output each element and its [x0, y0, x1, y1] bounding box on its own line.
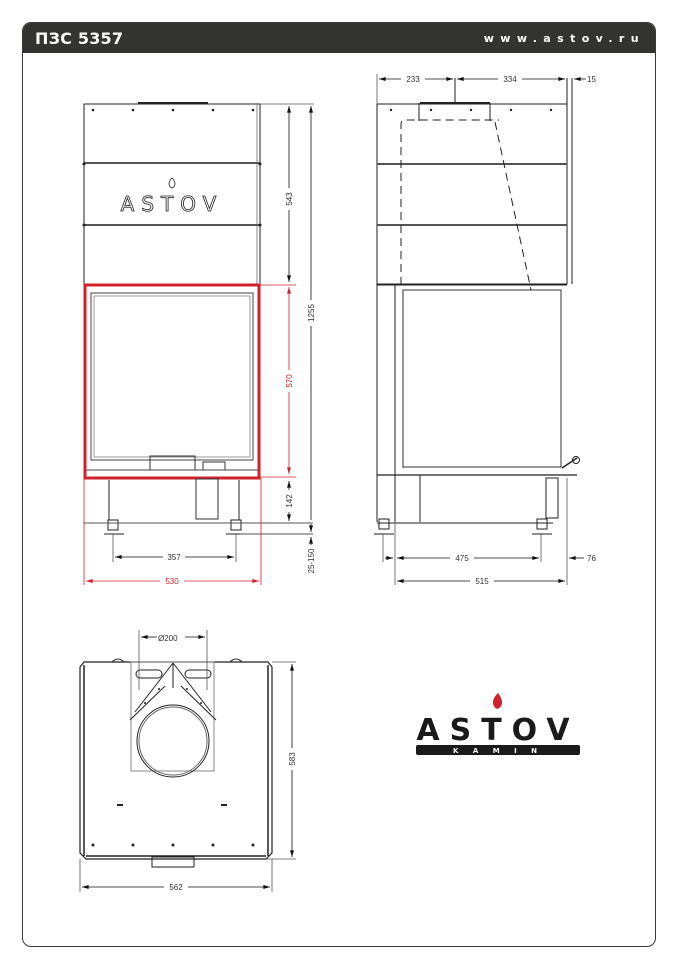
brand-logo: ASTOV K A M I N: [416, 693, 580, 755]
dim-leg-spacing-front: 357: [167, 553, 181, 562]
brand-logo-name: ASTOV: [416, 713, 579, 748]
dim-total-height: 1255: [307, 304, 316, 322]
dim-top-height: 543: [285, 192, 294, 206]
website-link[interactable]: www.astov.ru: [483, 31, 645, 45]
sheet-header: ПЗС 5357 www.astov.ru: [23, 23, 655, 53]
dim-width-front: 530: [165, 577, 179, 586]
top-view-dimensions: [79, 630, 296, 892]
dim-back-gap: 15: [587, 75, 596, 84]
dim-leg-adjust: 25-150: [307, 548, 316, 573]
dim-flue-diameter: Ø200: [158, 634, 178, 643]
dim-width-top: 562: [169, 883, 183, 892]
front-view: ASTOV: [82, 102, 313, 535]
side-view: [374, 78, 580, 535]
drawing-sheet: ПЗС 5357 www.astov.ru: [22, 22, 656, 947]
dim-leg-spacing-side: 475: [455, 554, 469, 563]
brand-logo-subtitle: K A M I N: [453, 747, 543, 755]
flame-icon: [492, 693, 503, 709]
dim-overhang: 76: [587, 554, 596, 563]
hood-logo: ASTOV: [121, 192, 224, 216]
top-view: [79, 658, 273, 868]
dim-firebox-height: 570: [285, 374, 294, 388]
front-view-dimensions: [83, 103, 314, 585]
model-title: ПЗС 5357: [35, 28, 124, 48]
dim-depth-top: 583: [288, 752, 297, 766]
dim-flue-to-back: 334: [503, 75, 517, 84]
side-view-dimensions: [376, 74, 586, 585]
dim-base-height: 142: [285, 494, 294, 508]
dim-flue-offset: 233: [406, 75, 420, 84]
dim-depth-side: 515: [475, 577, 489, 586]
